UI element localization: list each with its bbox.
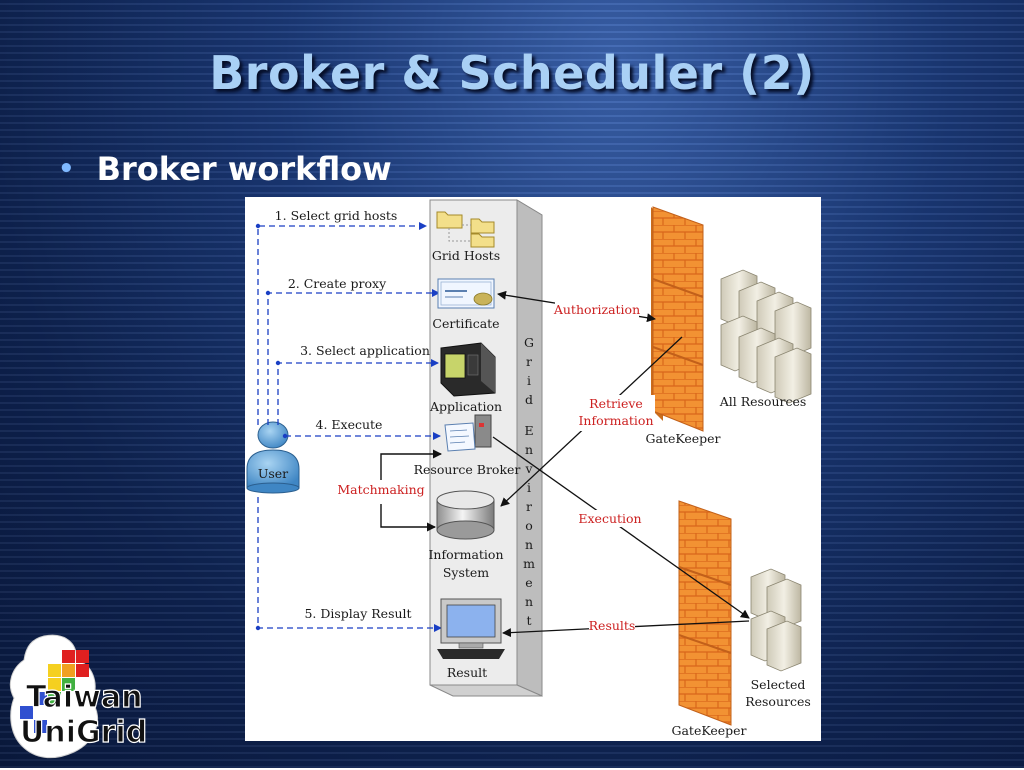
- grid-environment-letter: r: [526, 499, 532, 514]
- grid-environment-column: G r i d E n v i r o n m e n t: [429, 199, 543, 697]
- step-label-2: 2. Create proxy: [288, 276, 387, 291]
- gatekeeper-firewall-top: [651, 206, 704, 432]
- grid-hosts-label: Grid Hosts: [432, 248, 500, 263]
- step-label-1: 1. Select grid hosts: [275, 208, 398, 223]
- resource-broker-label: Resource Broker: [414, 462, 521, 477]
- information-system-icon: [436, 490, 495, 540]
- retrieve-information-label-line1: Retrieve: [589, 396, 643, 411]
- grid-environment-letter: o: [525, 518, 533, 533]
- selected-resources-servers-icon: [750, 568, 802, 672]
- gatekeeper-bottom-label: GateKeeper: [671, 723, 746, 738]
- user-icon: [246, 421, 300, 494]
- grid-environment-letter: G: [524, 335, 534, 350]
- retrieve-information-label-line2: Information: [578, 413, 653, 428]
- grid-environment-letter: i: [527, 480, 531, 495]
- results-label: Results: [589, 618, 636, 633]
- all-resources-label: All Resources: [719, 394, 807, 409]
- grid-environment-letter: n: [525, 537, 533, 552]
- grid-environment-letter: d: [525, 392, 533, 407]
- bullet-dot-icon: •: [58, 154, 75, 184]
- step-label-4: 4. Execute: [316, 417, 383, 432]
- grid-environment-letter: r: [526, 354, 532, 369]
- grid-environment-letter: n: [525, 442, 533, 457]
- matchmaking-arrows: [380, 449, 442, 532]
- matchmaking-label: Matchmaking: [337, 482, 424, 497]
- selected-resources-label-line2: Resources: [745, 694, 811, 709]
- grid-environment-letter: n: [525, 594, 533, 609]
- grid-environment-letter: m: [523, 556, 535, 571]
- certificate-label: Certificate: [432, 316, 499, 331]
- step-label-3: 3. Select application: [300, 343, 430, 358]
- gatekeeper-top-label: GateKeeper: [645, 431, 720, 446]
- logo-line2: UniGrid: [20, 715, 147, 750]
- grid-hosts-icon: [436, 211, 495, 248]
- certificate-icon: [437, 278, 495, 309]
- logo-line1: Taiwan: [26, 680, 142, 715]
- result-label: Result: [447, 665, 487, 680]
- user-connection-points: [255, 223, 288, 631]
- user-label: User: [258, 466, 288, 481]
- grid-environment-letter: t: [526, 613, 531, 628]
- red-label-backgrounds: [555, 301, 655, 634]
- gatekeeper-firewall-bottom: [678, 500, 732, 726]
- authorization-label: Authorization: [553, 302, 640, 317]
- all-resources-servers-icon: [720, 269, 812, 404]
- taiwan-unigrid-logo: Taiwan UniGrid: [4, 630, 186, 765]
- execution-label: Execution: [578, 511, 641, 526]
- grid-environment-letter: v: [524, 461, 533, 476]
- information-system-label-line1: Information: [428, 547, 503, 562]
- grid-environment-letter: e: [525, 575, 532, 590]
- result-monitor-icon: [437, 598, 505, 659]
- application-icon: [440, 342, 496, 397]
- application-label: Application: [429, 399, 502, 414]
- bullet-item: • Broker workflow: [58, 150, 392, 188]
- broker-workflow-diagram: G r i d E n v i r o n m e n t: [245, 197, 821, 741]
- bullet-text: Broker workflow: [96, 150, 392, 188]
- grid-environment-letter: i: [527, 373, 531, 388]
- information-system-label-line2: System: [443, 565, 489, 580]
- selected-resources-label-line1: Selected: [751, 677, 806, 692]
- step-label-5: 5. Display Result: [304, 606, 411, 621]
- slide-title: Broker & Scheduler (2): [209, 46, 815, 100]
- grid-environment-letter: E: [524, 423, 533, 438]
- resource-broker-icon: [444, 414, 492, 452]
